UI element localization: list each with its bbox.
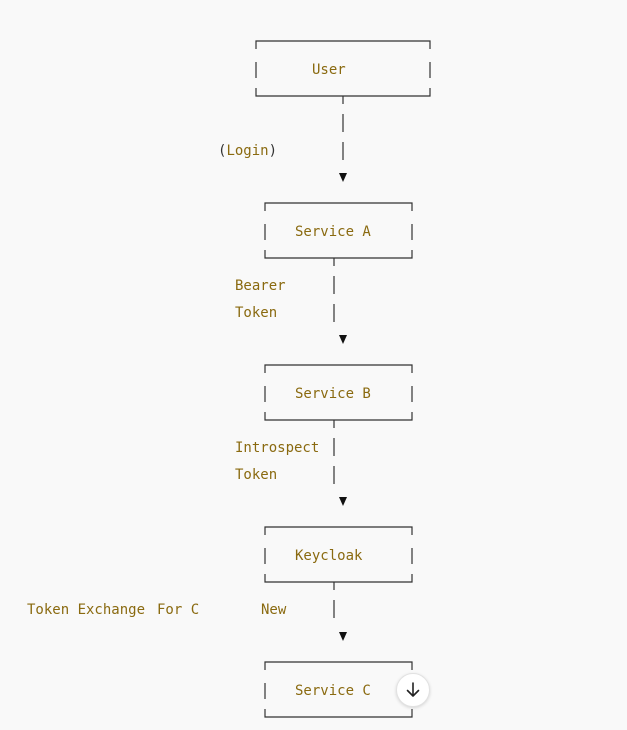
node-service-a-label: Service A (295, 224, 371, 240)
arrowhead-4 (339, 632, 347, 641)
keycloak-box (264, 526, 413, 583)
edge-login-text: Login (226, 143, 269, 159)
edge-introspect-token-label: Token (235, 467, 278, 483)
edge-login-open-paren: ( (218, 143, 227, 159)
scroll-down-button[interactable] (396, 673, 430, 707)
node-user-label: User (312, 62, 346, 78)
edge-token-label: Token (235, 305, 278, 321)
edge-introspect-label: Introspect (235, 440, 320, 456)
edge-new-label: New (261, 602, 287, 618)
edge-token-exchange-label: Token Exchange (27, 602, 146, 618)
arrowhead-2 (339, 335, 347, 344)
arrow-down-icon (406, 682, 420, 697)
node-keycloak-label: Keycloak (295, 548, 363, 564)
user-box (255, 40, 431, 97)
edge-login-label: (Login) (218, 142, 277, 160)
service-c-box (264, 661, 413, 718)
edge-login-close-paren: ) (268, 143, 278, 159)
edge-bearer-label: Bearer (235, 278, 286, 294)
arrowhead-1 (339, 173, 347, 182)
service-b-box (264, 364, 413, 421)
arrowhead-3 (339, 497, 347, 506)
node-service-c-label: Service C (295, 683, 371, 699)
service-a-box (264, 202, 413, 259)
node-service-b-label: Service B (295, 386, 371, 402)
edge-for-c-label: For C (157, 602, 200, 618)
